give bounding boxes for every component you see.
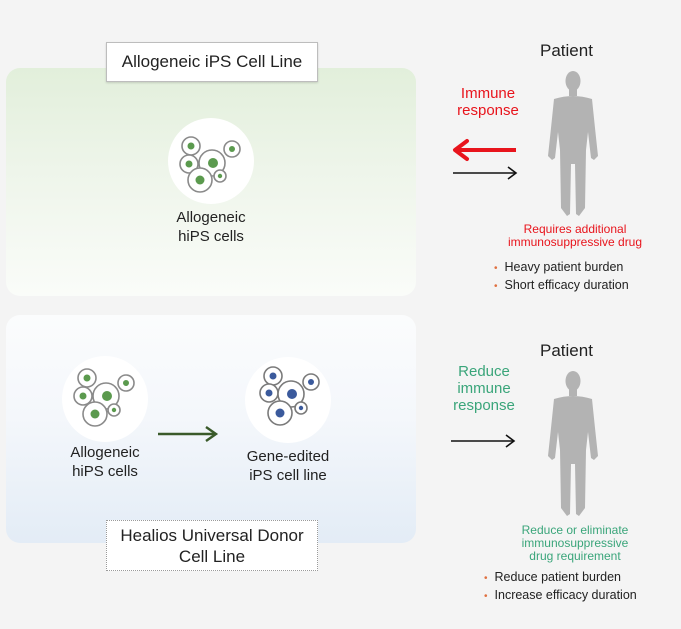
- bullet-dot-icon: •: [484, 591, 488, 602]
- reduce-drug-note: Reduce or eliminate immunosuppressive dr…: [521, 523, 629, 563]
- patient-silhouette-icon: [548, 371, 598, 516]
- requires-drug-note: Requires additional immunosuppressive dr…: [507, 222, 643, 249]
- graft-arrow-icon: [453, 166, 518, 180]
- immune-response-label: Immune response: [457, 85, 519, 119]
- patient-label-bottom: Patient: [540, 341, 593, 360]
- gene-edited-cells-icon: [259, 366, 320, 426]
- top-bullet-list: •Heavy patient burden •Short efficacy du…: [494, 259, 629, 295]
- patient-silhouette-icon: [548, 71, 598, 216]
- bullet-dot-icon: •: [494, 263, 498, 274]
- immune-response-arrow-icon: [453, 139, 516, 161]
- bullet-item: •Short efficacy duration: [494, 278, 629, 292]
- allogeneic-cells-icon: [73, 368, 135, 427]
- allogeneic-cells-caption: Allogeneic hiPS cells: [176, 209, 246, 245]
- patient-label-top: Patient: [540, 41, 593, 60]
- universal-donor-title: Healios Universal Donor Cell Line: [106, 520, 318, 571]
- bullet-dot-icon: •: [494, 281, 498, 292]
- reduce-immune-response-label: Reduce immune response: [453, 363, 515, 414]
- bullet-item: •Reduce patient burden: [484, 570, 621, 584]
- gene-edited-caption: Gene-edited iPS cell line: [246, 448, 330, 484]
- source-cells-caption: Allogeneic hiPS cells: [70, 444, 140, 480]
- bullet-item: •Increase efficacy duration: [484, 588, 637, 602]
- bullet-item: •Heavy patient burden: [494, 260, 624, 274]
- gene-editing-arrow-icon: [158, 426, 219, 442]
- bottom-bullet-list: •Reduce patient burden •Increase efficac…: [484, 569, 637, 605]
- allogeneic-cell-line-title: Allogeneic iPS Cell Line: [106, 42, 318, 82]
- bullet-dot-icon: •: [484, 573, 488, 584]
- graft-arrow-icon: [451, 434, 516, 448]
- allogeneic-cells-icon: [179, 136, 241, 193]
